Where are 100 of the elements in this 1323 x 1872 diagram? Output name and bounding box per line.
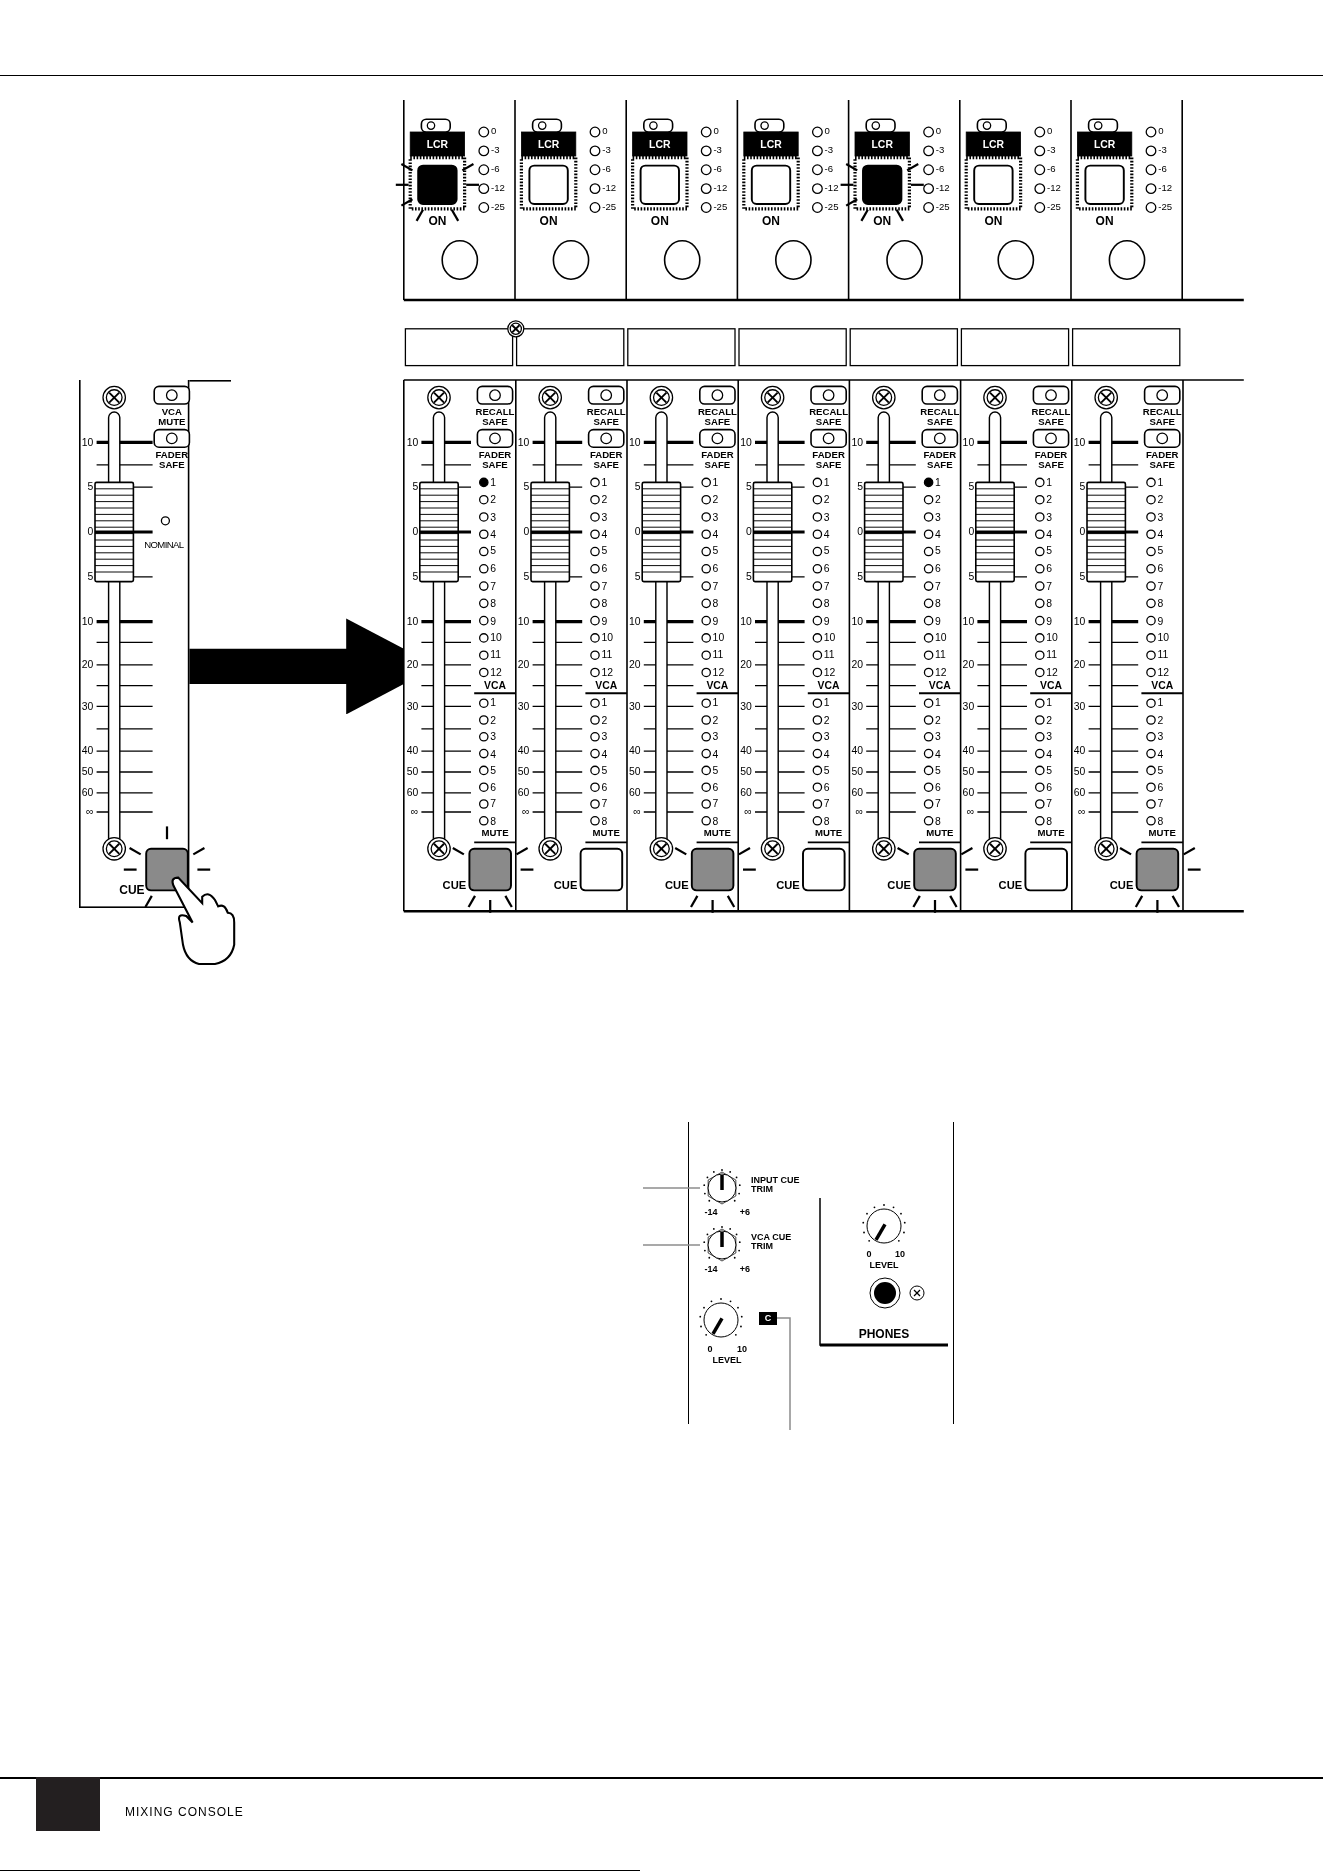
led-number: 3 [1046,510,1052,524]
led-number: 3 [823,730,830,744]
led-number: 6 [935,562,941,576]
button-label: RECALL SAFE [808,407,850,427]
led-number: 10 [1157,631,1169,645]
knob-label: LEVEL [869,1259,899,1271]
scale-number: 30 [517,700,530,713]
scale-number: 10 [81,436,94,449]
led-number: 8 [601,597,608,610]
led-number: 6 [1046,780,1052,794]
led-number: 11 [1157,648,1169,662]
scale-number: 50 [406,765,419,779]
led-number: 6 [601,562,608,576]
scale-number: 10 [962,615,975,628]
scale-number: 40 [740,744,752,758]
scale-number: 30 [629,700,641,713]
button-label: RECALL SAFE [585,407,627,427]
led-number: 5 [1157,764,1164,777]
led-number: 6 [1157,780,1164,794]
leader-line [776,1317,791,1431]
scale-number: 10 [81,615,94,628]
led-number: 5 [601,764,608,777]
button-label: FADER SAFE [1033,450,1069,470]
led-number: 5 [712,764,719,777]
knob-scale-number: 10 [737,1343,747,1355]
led-number: 9 [823,614,830,627]
section-label: MUTE [703,828,731,841]
led-number: 3 [490,510,496,524]
button-label: CUE [442,878,467,893]
switch-label: ON [873,212,892,228]
meter-scale-number: -3 [713,145,722,157]
led-number: 8 [823,597,830,610]
scale-number: 5 [87,480,94,494]
led-number: 4 [1157,747,1164,760]
meter-scale-number: 0 [602,126,608,138]
switch-label: LCR [760,138,782,152]
scale-number: 40 [851,744,863,758]
led-number: 1 [601,476,608,489]
scale-number: ∞ [966,805,975,819]
led-number: 2 [601,713,608,727]
led-number: 5 [823,764,830,777]
switch-label: LCR [649,138,671,152]
meter-scale-number: -6 [935,164,945,176]
meter-scale-number: -3 [491,145,500,157]
led-number: 7 [1046,579,1052,593]
meter-scale-number: -3 [935,145,945,157]
led-number: 3 [601,730,608,744]
meter-scale-number: -3 [602,145,611,157]
led-number: 6 [712,780,719,794]
scale-number: 5 [523,480,530,494]
led-number: 4 [712,747,719,760]
scale-number: 40 [517,744,530,758]
meter-scale-number: -12 [1158,182,1173,195]
scale-number: 20 [851,658,863,672]
led-number: 2 [712,493,719,506]
scale-number: 5 [523,570,530,584]
scale-number: 10 [740,436,752,449]
button-label: FADER SAFE [1144,450,1180,470]
scale-number: 0 [523,525,530,539]
led-number: 2 [1157,713,1164,727]
meter-scale-number: -12 [935,182,950,195]
scale-number: 0 [87,525,94,539]
scale-number: 20 [1073,658,1086,672]
meter-scale-number: -25 [824,201,839,214]
scale-number: 0 [857,525,863,539]
led-number: 1 [601,696,608,710]
led-number: 3 [823,510,830,524]
led-number: 4 [1046,747,1052,760]
led-number: 9 [712,614,719,627]
scale-number: 30 [81,700,94,713]
section-label: VCA [928,679,951,692]
button-label: FADER SAFE [588,450,624,470]
scale-number: 20 [962,658,975,672]
led-number: 1 [1157,476,1164,489]
section-label: VCA [706,679,729,692]
led-number: 1 [490,696,496,710]
led-number: 12 [601,666,613,679]
led-number: 11 [601,648,613,662]
switch-label: LCR [426,138,449,152]
led-number: 2 [601,493,608,506]
led-number: 2 [935,493,941,506]
led-number: 4 [601,528,608,541]
led-number: 5 [1046,545,1052,558]
led-number: 4 [935,528,941,541]
led-number: 8 [1046,597,1052,610]
scale-number: 60 [81,786,94,800]
led-number: 10 [823,631,836,645]
button-label: RECALL SAFE [1141,407,1183,427]
button-label: CUE [776,878,800,893]
led-number: 4 [823,528,830,541]
led-number: 7 [1157,579,1164,593]
led-number: 6 [935,780,941,794]
led-number: 4 [490,747,496,760]
led-number: 9 [935,614,941,627]
led-number: 5 [935,764,941,777]
scale-number: 5 [746,570,752,584]
led-number: 5 [712,545,719,558]
scale-number: 30 [962,700,975,713]
led-number: 2 [935,713,941,727]
led-number: 5 [823,545,830,558]
